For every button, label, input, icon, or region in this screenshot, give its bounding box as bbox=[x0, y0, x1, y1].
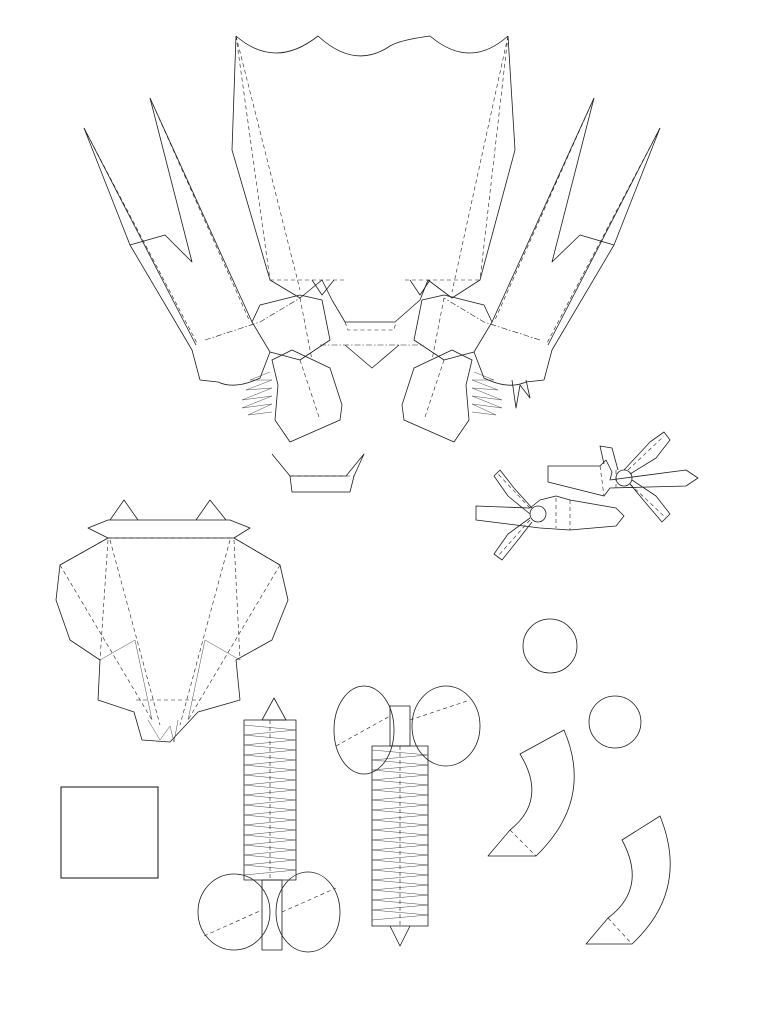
torso-piece bbox=[55, 499, 289, 743]
body-spine-piece bbox=[333, 685, 481, 947]
wing-piece bbox=[475, 431, 699, 561]
eye-disc bbox=[522, 618, 642, 749]
mouth-piece bbox=[271, 453, 365, 493]
blank-square bbox=[60, 786, 159, 879]
tail-piece bbox=[197, 697, 341, 953]
head-crest-piece bbox=[83, 35, 661, 443]
curved-strip bbox=[487, 729, 671, 945]
